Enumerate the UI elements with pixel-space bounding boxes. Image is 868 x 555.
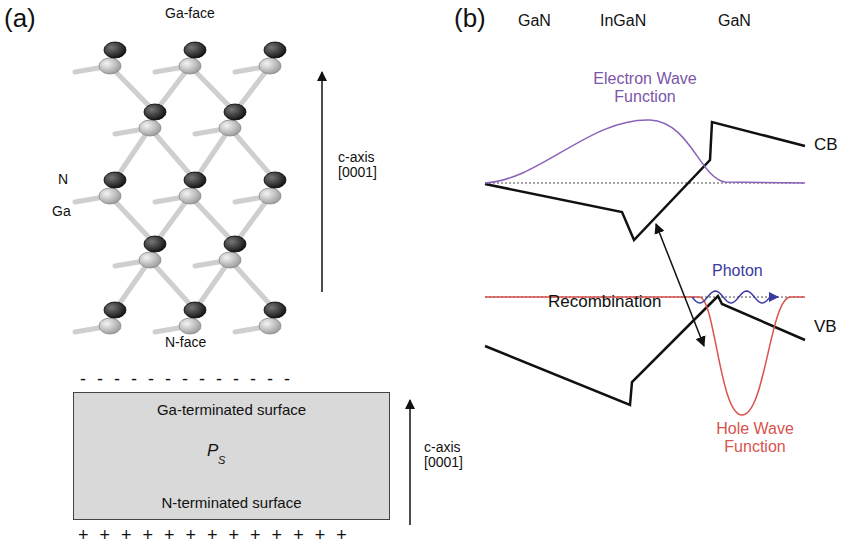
polarization-subscript: S xyxy=(218,454,225,466)
surface-label: N-terminated surface xyxy=(84,494,379,511)
charge-label: + + + + + + + + + + + + + xyxy=(78,526,390,546)
axis-label: c-axis [0001] xyxy=(424,440,484,471)
polarization-symbol: P xyxy=(207,442,218,461)
polar-crystal-slab: Ga-terminated surfaceN-terminated surfac… xyxy=(73,392,390,520)
face-label: N-face xyxy=(165,335,206,350)
panel-label: (b) xyxy=(454,4,486,33)
c-axis-arrow xyxy=(409,400,411,525)
band-label: VB xyxy=(814,318,837,337)
photon-label: Photon xyxy=(712,262,763,280)
face-label: Ga-face xyxy=(165,6,215,21)
process-label: Recombination xyxy=(548,293,661,312)
atom-label: Ga xyxy=(52,204,71,219)
panel-label: (a) xyxy=(4,4,36,33)
surface-label: Ga-terminated surface xyxy=(84,401,379,418)
charge-label: - - - - - - - - - - - - - xyxy=(80,370,390,390)
wavefunction-label: Hole Wave Function xyxy=(700,420,810,455)
layer-label: GaN xyxy=(718,12,751,30)
atom-label: N xyxy=(58,172,68,187)
wavefunction-label: Electron Wave Function xyxy=(580,70,710,105)
axis-label: c-axis [0001] xyxy=(338,150,398,181)
band-diagram xyxy=(485,120,805,415)
band-label: CB xyxy=(814,136,838,155)
c-axis-arrow xyxy=(321,72,323,292)
layer-label: InGaN xyxy=(600,12,646,30)
layer-label: GaN xyxy=(518,12,551,30)
crystal-structure xyxy=(75,42,286,334)
